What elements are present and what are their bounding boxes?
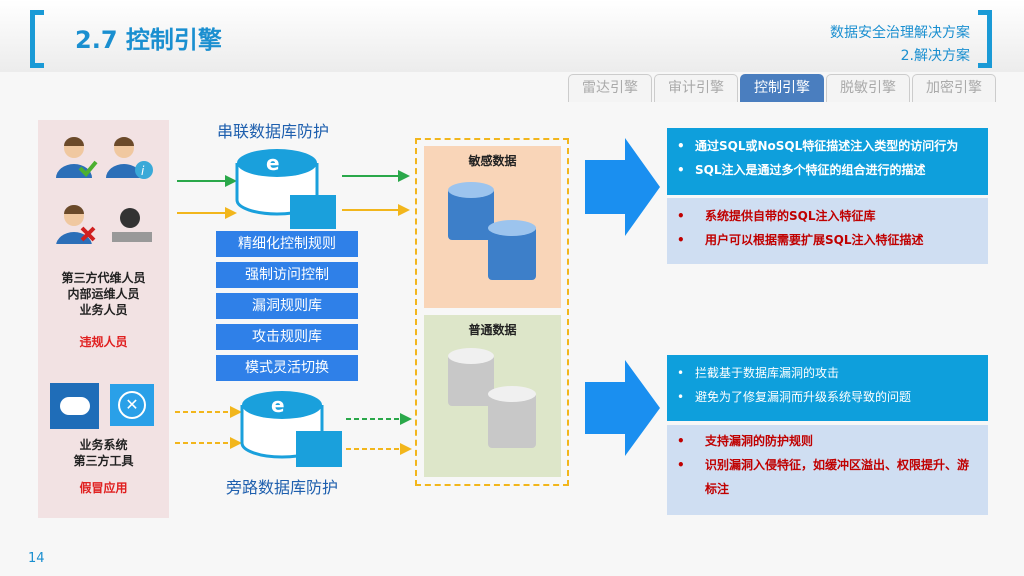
- normal-data-label: 普通数据: [468, 323, 517, 337]
- tab-encryption[interactable]: 加密引擎: [912, 74, 996, 102]
- normal-database-icon: [448, 348, 536, 448]
- data-zone-frame: [415, 138, 569, 486]
- systems-label-2: 第三方工具: [73, 454, 134, 468]
- bullet-text: 支持漏洞的防护规则: [705, 434, 814, 448]
- arrow-right-icon: [585, 138, 660, 236]
- vulnerability-feature-box: •支持漏洞的防护规则 •识别漏洞入侵特征，如缓冲区溢出、权限提升、游标注: [667, 425, 988, 515]
- people-label-1: 第三方代维人员: [61, 271, 146, 285]
- bypass-db-icon: e: [240, 391, 342, 467]
- sql-injection-feature-box: •系统提供自带的SQL注入特征库 •用户可以根据需要扩展SQL注入特征描述: [667, 198, 988, 264]
- bullet-text: 识别漏洞入侵特征，如缓冲区溢出、权限提升、游标注: [705, 458, 970, 496]
- tab-control[interactable]: 控制引擎: [740, 74, 824, 102]
- bypass-db-title: 旁路数据库防护: [226, 478, 339, 497]
- bullet-text: 通过SQL或NoSQL特征描述注入类型的访问行为: [695, 139, 959, 153]
- header-band: [0, 0, 1024, 72]
- sensitive-database-icon: [448, 182, 536, 280]
- rule-attack: 攻击规则库: [216, 324, 358, 350]
- tool-x-icon: ✕: [110, 384, 154, 426]
- cloud-app-icon: [50, 383, 99, 429]
- rule-fine-control: 精细化控制规则: [216, 231, 358, 257]
- bullet-text: SQL注入是通过多个特征的组合进行的描述: [695, 163, 926, 177]
- serial-db-icon: e: [235, 149, 336, 229]
- users-icon: i: [56, 137, 153, 244]
- vulnerability-desc-box: •拦截基于数据库漏洞的攻击 •避免为了修复漏洞而升级系统导致的问题: [667, 355, 988, 421]
- sensitive-data-label: 敏感数据: [468, 154, 517, 168]
- rule-mandatory-access: 强制访问控制: [216, 262, 358, 288]
- people-label-3: 业务人员: [79, 303, 128, 317]
- left-bracket: [30, 10, 44, 68]
- tab-audit[interactable]: 审计引擎: [654, 74, 738, 102]
- arrow-right-icon: [585, 360, 660, 456]
- people-label-2: 内部运维人员: [67, 287, 140, 301]
- page-title: 2.7 控制引擎: [75, 26, 222, 54]
- bullet-text: 系统提供自带的SQL注入特征库: [705, 209, 876, 223]
- fake-app-label: 假冒应用: [79, 481, 128, 495]
- subtitle: 数据安全治理解决方案: [830, 25, 970, 41]
- page-number: 14: [28, 551, 45, 566]
- svg-text:i: i: [141, 164, 145, 178]
- bullet-text: 避免为了修复漏洞而升级系统导致的问题: [695, 390, 912, 404]
- serial-db-title: 串联数据库防护: [217, 122, 330, 141]
- svg-text:e: e: [271, 393, 285, 417]
- right-bracket: [978, 10, 992, 68]
- svg-text:e: e: [266, 151, 280, 175]
- violator-label: 违规人员: [79, 335, 128, 349]
- bullet-text: 用户可以根据需要扩展SQL注入特征描述: [705, 233, 924, 247]
- tab-radar[interactable]: 雷达引擎: [568, 74, 652, 102]
- bullet-text: 拦截基于数据库漏洞的攻击: [695, 366, 840, 380]
- section-label: 2.解决方案: [900, 48, 970, 64]
- sql-injection-desc-box: •通过SQL或NoSQL特征描述注入类型的访问行为 •SQL注入是通过多个特征的…: [667, 128, 988, 195]
- actors-panel: i 第三方代维人员 内部运维人员 业务人员 违规人员 ✕ 业务系统 第三方工具 …: [38, 120, 169, 518]
- rule-mode-switch: 模式灵活切换: [216, 355, 358, 381]
- rule-vulnerability: 漏洞规则库: [216, 293, 358, 319]
- tab-masking[interactable]: 脱敏引擎: [826, 74, 910, 102]
- systems-label-1: 业务系统: [79, 438, 128, 452]
